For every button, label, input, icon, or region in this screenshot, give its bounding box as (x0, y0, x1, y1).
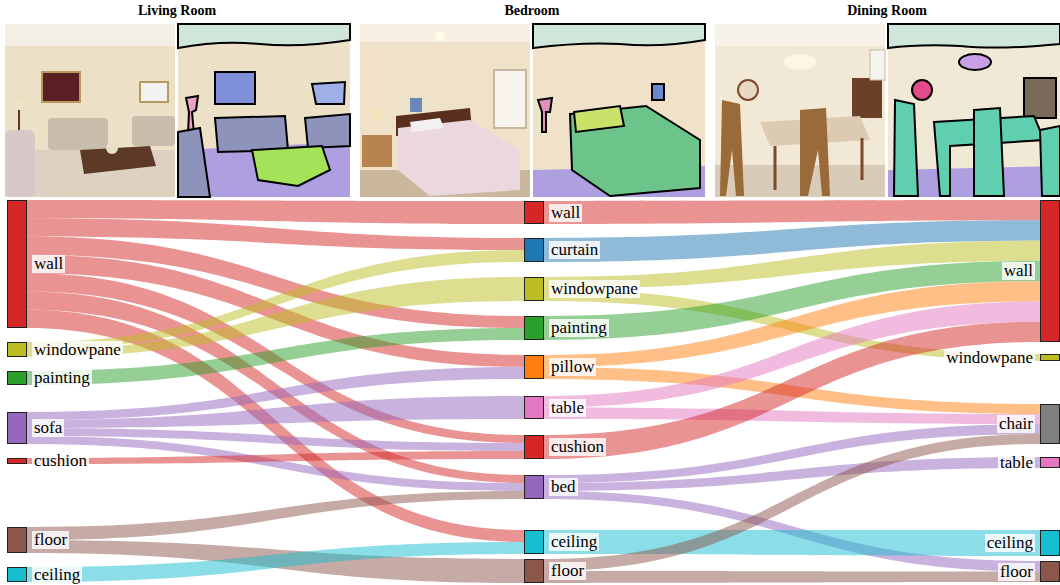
living-room-photo (5, 24, 175, 197)
category-bar: ceiling (7, 567, 27, 582)
category-label: wall (549, 204, 582, 222)
flow-band (544, 200, 1040, 224)
category-label: curtain (549, 241, 600, 259)
category-label: windowpane (32, 341, 123, 359)
category-label: floor (549, 562, 586, 580)
flow-band (27, 451, 524, 464)
category-bar: cushion (7, 458, 27, 464)
flow-band (544, 457, 1040, 491)
flow-band (27, 542, 524, 582)
bedroom-segmentation (533, 24, 705, 197)
category-label: ceiling (32, 566, 82, 584)
dining-room-photo (715, 24, 885, 197)
living-room-segmentation (178, 24, 350, 197)
category-label: wall (32, 255, 65, 273)
category-bar: windowpane (1040, 354, 1060, 361)
category-label: painting (32, 369, 92, 387)
category-bar: pillow (524, 355, 544, 379)
column-heading: Bedroom (505, 3, 560, 19)
category-bar: windowpane (7, 342, 27, 357)
category-label: windowpane (944, 349, 1035, 367)
category-label: bed (549, 478, 578, 496)
flow-band (27, 491, 524, 540)
category-label: chair (997, 415, 1035, 433)
category-bar: bed (524, 475, 544, 499)
category-bar: wall (524, 201, 544, 224)
column-heading: Dining Room (847, 3, 927, 19)
category-bar: table (1040, 457, 1060, 468)
category-label: sofa (32, 419, 64, 437)
column-heading: Living Room (138, 3, 216, 19)
category-bar: wall (1040, 200, 1060, 342)
category-label: floor (32, 531, 69, 549)
category-bar: painting (524, 316, 544, 340)
category-bar: floor (524, 559, 544, 583)
category-bar: windowpane (524, 277, 544, 301)
category-label: cushion (32, 452, 89, 470)
flow-band (27, 396, 524, 428)
category-bar: curtain (524, 238, 544, 262)
category-bar: ceiling (524, 530, 544, 554)
flow-band (544, 434, 1040, 571)
flow-band (27, 436, 524, 491)
category-bar: ceiling (1040, 530, 1060, 556)
category-bar: wall (7, 200, 27, 328)
category-label: ceiling (985, 534, 1035, 552)
category-label: windowpane (549, 280, 640, 298)
category-label: pillow (549, 358, 596, 376)
dining-room-segmentation (888, 24, 1060, 197)
flow-band (544, 530, 1040, 556)
category-label: wall (1002, 262, 1035, 280)
category-label: cushion (549, 438, 606, 456)
category-label: painting (549, 319, 609, 337)
flow-band (27, 540, 524, 583)
bedroom-photo (360, 24, 530, 197)
category-label: floor (998, 563, 1035, 581)
category-bar: table (524, 396, 544, 419)
category-bar: sofa (7, 412, 27, 444)
category-label: ceiling (549, 533, 599, 551)
flow-band (27, 310, 524, 542)
flow-band (544, 571, 1040, 583)
flow-band (544, 408, 1040, 425)
category-bar: floor (1040, 561, 1060, 582)
category-bar: painting (7, 371, 27, 385)
category-bar: cushion (524, 435, 544, 459)
category-bar: chair (1040, 404, 1060, 444)
category-label: table (998, 454, 1035, 472)
category-bar: floor (7, 527, 27, 553)
category-label: table (549, 399, 586, 417)
